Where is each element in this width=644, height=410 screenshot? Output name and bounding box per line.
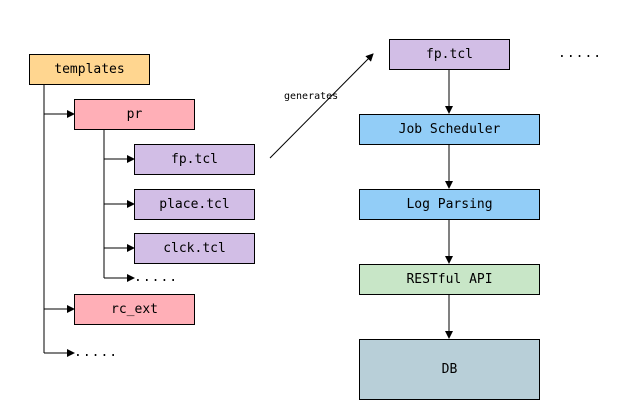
clck-tcl-node: clck.tcl bbox=[134, 233, 255, 264]
pr-more-ellipsis: ..... bbox=[134, 270, 179, 285]
generates-arrow bbox=[269, 53, 374, 159]
db-node: DB bbox=[359, 339, 540, 400]
generates-label: generates bbox=[284, 91, 339, 102]
pipeline-more-ellipsis: ..... bbox=[558, 46, 603, 61]
job-scheduler-node: Job Scheduler bbox=[359, 114, 540, 145]
templates-node: templates bbox=[29, 54, 150, 85]
place-tcl-node: place.tcl bbox=[134, 189, 255, 220]
pr-node: pr bbox=[74, 99, 195, 130]
log-parsing-node: Log Parsing bbox=[359, 189, 540, 220]
restful-api-node: RESTful API bbox=[359, 264, 540, 295]
pipeline-fp-tcl-node: fp.tcl bbox=[389, 39, 510, 70]
fp-tcl-node: fp.tcl bbox=[134, 144, 255, 175]
root-more-ellipsis: ..... bbox=[74, 345, 119, 360]
rc-ext-node: rc_ext bbox=[74, 294, 195, 325]
